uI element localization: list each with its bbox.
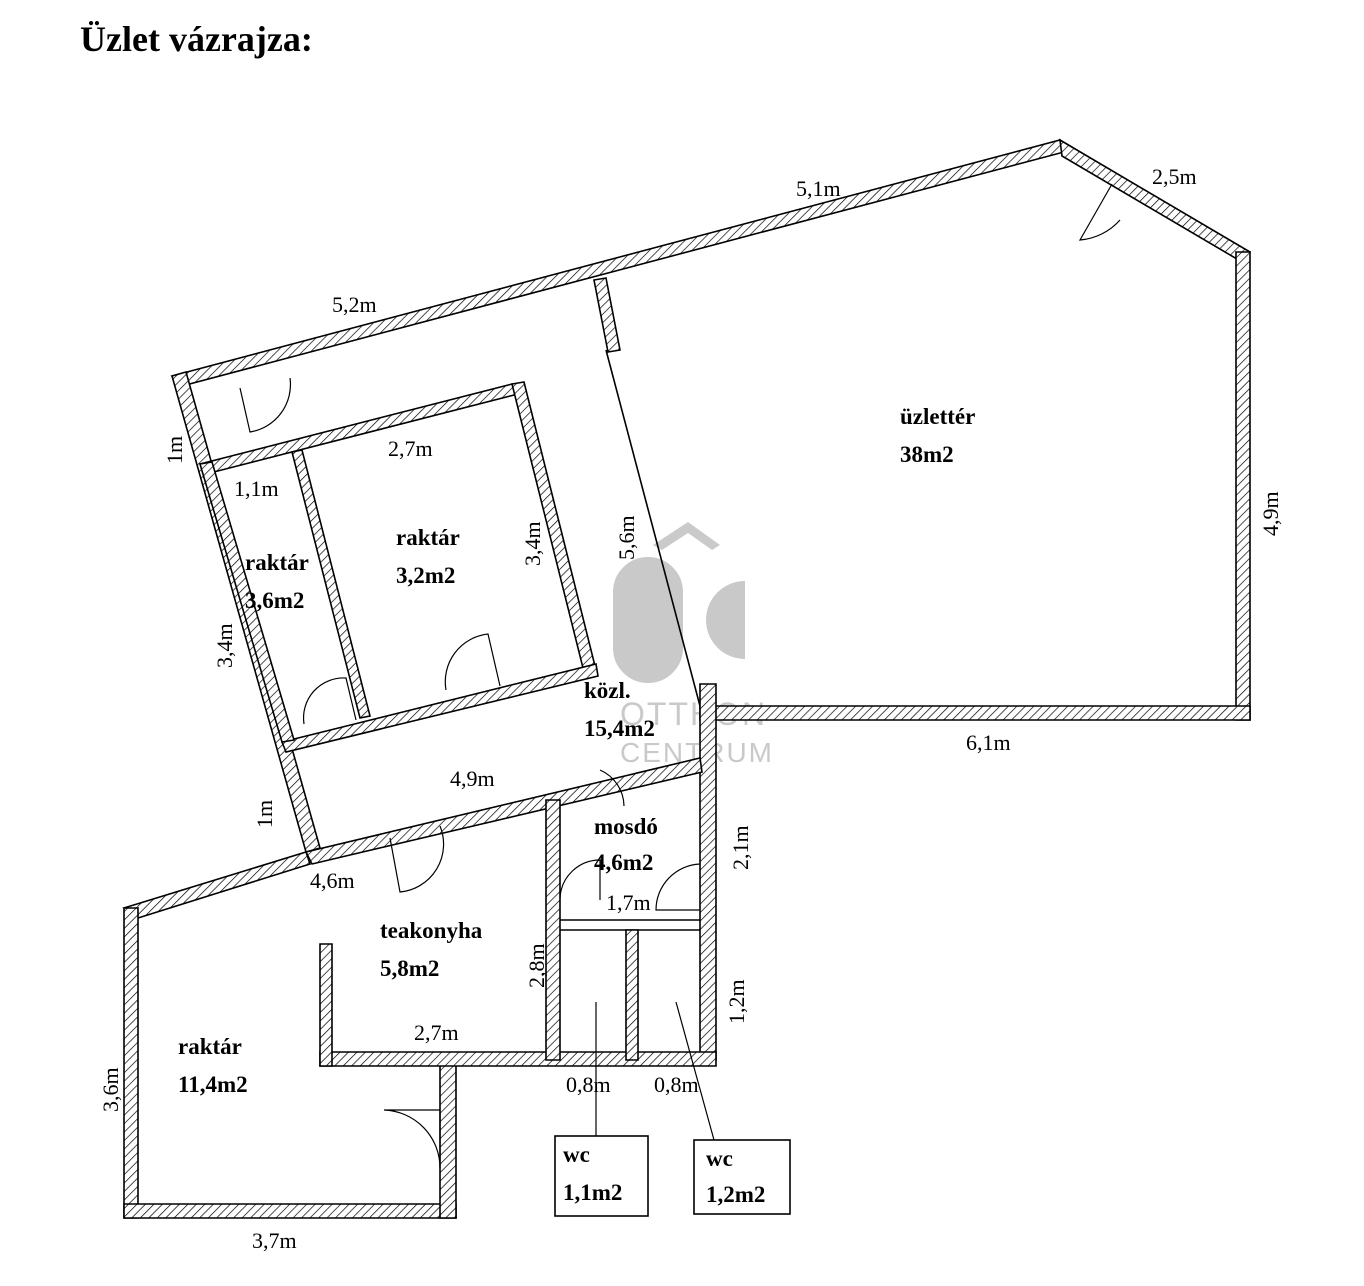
room-area-mosdo: 4,6m2	[594, 850, 653, 875]
room-name-teakonyha: teakonyha	[380, 918, 483, 943]
room-area-raktar-mid: 3,2m2	[396, 563, 455, 588]
door-arc-kozl	[599, 769, 625, 807]
dim-label: 3,4m	[212, 623, 237, 668]
watermark-logo-o	[613, 557, 683, 683]
dim-label: 1,1m	[234, 476, 279, 501]
wc-labels	[554, 1001, 791, 1217]
dim-label: 3,7m	[252, 1228, 297, 1253]
door-arc-mosdo-right	[655, 863, 701, 911]
room-area-kozl: 15,4m2	[584, 716, 655, 741]
walls	[122, 138, 1252, 1219]
room-area-raktar-big: 11,4m2	[178, 1072, 248, 1097]
dim-label: 4,6m	[310, 868, 355, 893]
door-arc-mosdo-left	[559, 859, 601, 900]
dim-label: 4,9m	[450, 766, 495, 791]
room-name-uzletter: üzlettér	[900, 404, 975, 429]
dim-label: 1,2m	[724, 979, 749, 1024]
door-arc-raktar-small	[302, 677, 357, 725]
room-name-wc1: wc	[563, 1142, 590, 1167]
dim-label: 1,7m	[606, 890, 651, 915]
door-arc-raktar-mid	[444, 633, 501, 691]
dim-label: 2,8m	[524, 943, 549, 988]
room-name-raktar-big: raktár	[178, 1034, 242, 1059]
watermark: OTTHON CENTRUM	[613, 522, 772, 768]
dim-label: 5,1m	[796, 176, 841, 201]
dim-label: 5,2m	[332, 292, 377, 317]
room-name-raktar-mid: raktár	[396, 525, 460, 550]
dim-label: 1m	[252, 800, 277, 828]
dim-label: 0,8m	[654, 1072, 699, 1097]
wc2-box	[693, 1139, 791, 1215]
dim-label: 5,6m	[614, 515, 639, 560]
room-area-wc1: 1,1m2	[563, 1180, 622, 1205]
room-area-raktar-small: 3,6m2	[245, 588, 304, 613]
dim-label: 0,8m	[566, 1072, 611, 1097]
watermark-logo-hat	[653, 522, 720, 550]
dim-label: 3,6m	[98, 1067, 123, 1112]
room-name-raktar-small: raktár	[245, 550, 309, 575]
room-name-mosdo: mosdó	[594, 814, 658, 839]
room-name-wc2: wc	[706, 1146, 733, 1171]
dim-label: 2,1m	[728, 825, 753, 870]
dim-label: 3,4m	[520, 521, 545, 566]
dimension-labels: 5,1m 2,5m 5,2m 1m 2,7m 1,1m 3,4m 5,6m 4,…	[98, 164, 1283, 1253]
doors	[239, 183, 1121, 1169]
dim-label: 6,1m	[966, 730, 1011, 755]
dim-label: 2,5m	[1152, 164, 1197, 189]
door-arc-shop	[1078, 183, 1121, 241]
dim-label: 2,7m	[388, 436, 433, 461]
watermark-logo-c	[706, 581, 746, 659]
room-area-teakonyha: 5,8m2	[380, 956, 439, 981]
room-area-uzletter: 38m2	[900, 442, 954, 467]
room-name-kozl: közl.	[584, 678, 631, 703]
page-title: Üzlet vázrajza:	[80, 19, 313, 59]
door-arc-raktar-big	[383, 1109, 441, 1169]
wc1-box	[554, 1135, 649, 1217]
dim-label: 4,9m	[1258, 491, 1283, 536]
dim-label: 1m	[162, 436, 187, 464]
room-area-wc2: 1,2m2	[706, 1182, 765, 1207]
dim-label: 2,7m	[414, 1020, 459, 1045]
door-arc-top-left	[239, 377, 292, 433]
door-arc-teakonyha	[389, 825, 445, 893]
room-labels: üzlettér 38m2 raktár 3,6m2 raktár 3,2m2 …	[178, 404, 975, 1207]
